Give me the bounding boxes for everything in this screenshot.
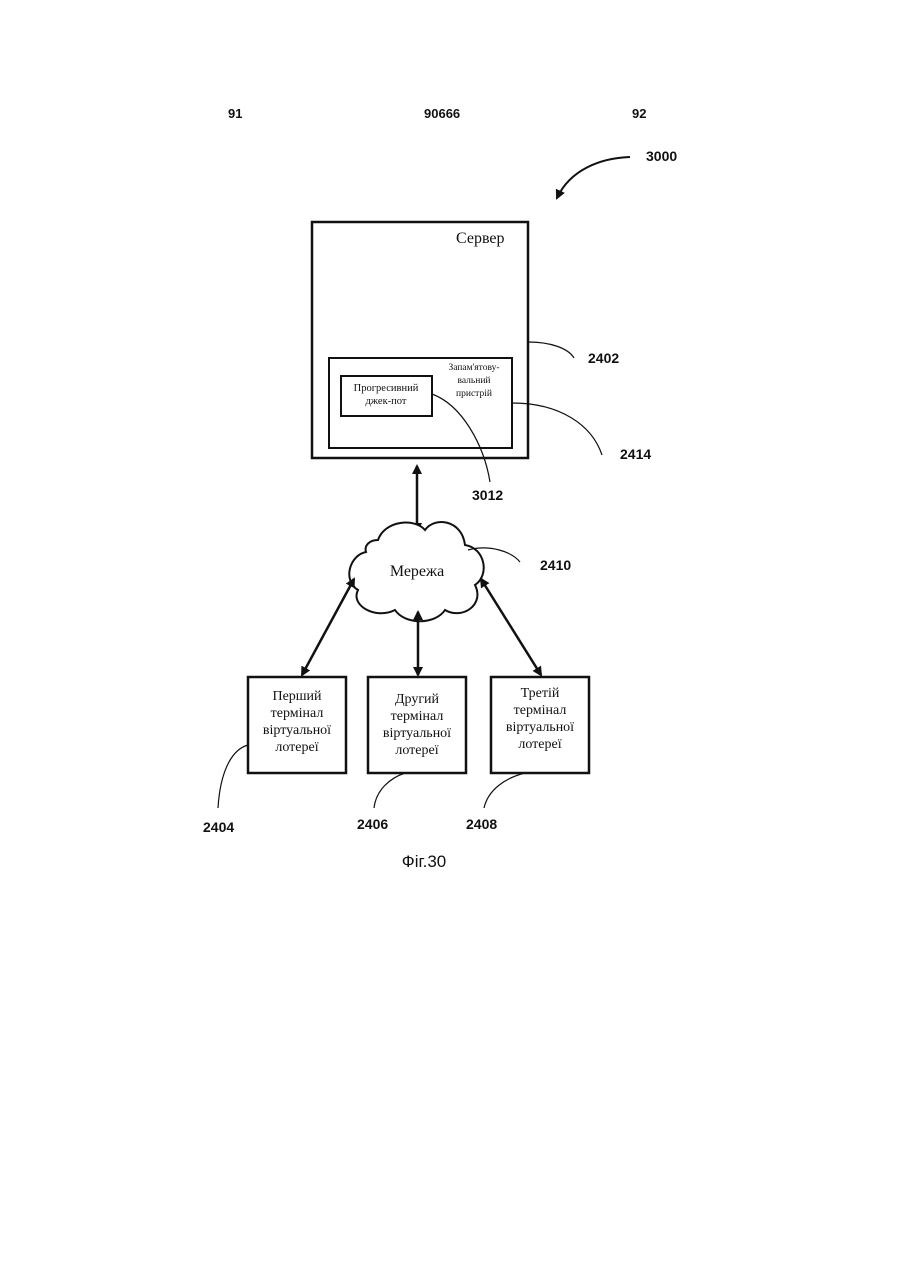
ref-2408: 2408 [466, 816, 497, 832]
server-box [312, 222, 528, 458]
storage-label-line1: Запам'ятову- [448, 363, 499, 373]
terminal-3-line4: лотереї [518, 737, 561, 752]
server-label: Сервер [456, 230, 505, 247]
terminal-1-line2: термінал [271, 706, 324, 721]
ref-3012-leader [432, 394, 490, 482]
terminal-2-line2: термінал [391, 709, 444, 724]
terminal-3-line2: термінал [514, 703, 567, 718]
network-terminal3-link [481, 579, 541, 675]
terminal-1-line3: віртуальної [263, 723, 331, 738]
terminal-3-line1: Третій [521, 686, 560, 701]
figure-caption: Фіг.30 [402, 852, 446, 871]
ref-2406-leader [374, 773, 405, 808]
ref-3000-arrow [557, 157, 630, 198]
ref-3012: 3012 [472, 487, 503, 503]
ref-2404-leader [218, 745, 248, 808]
storage-label-line3: пристрій [456, 388, 492, 399]
jackpot-label-line1: Прогресивний [354, 383, 419, 394]
terminal-1-line4: лотереї [275, 740, 318, 755]
terminal-2-line3: віртуальної [383, 726, 451, 741]
storage-label-line2: вальний [458, 375, 491, 386]
ref-3000: 3000 [646, 148, 677, 164]
terminal-2-line4: лотереї [395, 743, 438, 758]
terminal-2-line1: Другий [395, 692, 440, 707]
ref-2414: 2414 [620, 446, 651, 462]
ref-2410: 2410 [540, 557, 571, 573]
ref-2402: 2402 [588, 350, 619, 366]
network-terminal1-link [302, 579, 354, 675]
terminal-3-line3: віртуальної [506, 720, 574, 735]
ref-2414-leader [512, 403, 602, 455]
jackpot-label-line2: джек-пот [365, 396, 406, 407]
ref-2406: 2406 [357, 816, 388, 832]
terminal-1-line1: Перший [272, 689, 322, 704]
ref-2402-leader [528, 342, 574, 358]
network-label: Мережа [390, 563, 444, 580]
ref-2404: 2404 [203, 819, 234, 835]
ref-2408-leader [484, 773, 525, 808]
